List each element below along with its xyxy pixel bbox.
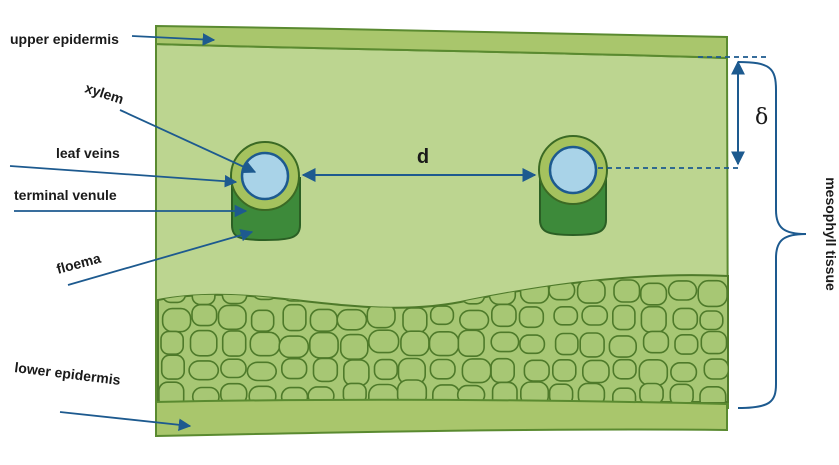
xylem-right [550,147,596,193]
spongy-cell [640,384,663,405]
spongy-cell [609,336,636,357]
spongy-cell [556,334,578,355]
spongy-cell [163,309,191,332]
spongy-cell [337,310,366,330]
spongy-cell [279,336,308,357]
spongy-cell [578,280,605,303]
distance-label: d [417,146,429,168]
xylem-left [242,153,288,199]
spongy-cell [698,281,727,307]
spongy-cell [430,332,459,356]
delta-label: δ [755,105,768,130]
mesophyll-brace [738,62,806,408]
terminal-venule-label: terminal venule [14,187,117,203]
mesophyll-label: mesophyll tissue [823,177,839,291]
spongy-cell [554,307,577,325]
spongy-cell [520,307,544,327]
spongy-cell [401,331,429,355]
spongy-cell [491,359,514,383]
spongy-cell [282,359,307,379]
spongy-cell [462,359,490,383]
spongy-cell [644,331,669,352]
spongy-cell [669,281,697,300]
spongy-cell [520,335,545,353]
spongy-cell [460,310,489,329]
spongy-cell [223,331,246,356]
leaf-veins-label: leaf veins [56,145,120,161]
upper-epidermis-label: upper epidermis [10,31,119,47]
spongy-cell [671,363,697,382]
spongy-cell [491,332,518,351]
spongy-cell [492,304,516,326]
leaf-vein-left [231,142,300,240]
spongy-cell [704,359,728,379]
spongy-cell [161,331,183,354]
spongy-cell [641,307,666,332]
spongy-cell [431,306,454,324]
spongy-cell [614,280,640,302]
spongy-cell [553,360,576,381]
spongy-cell [701,332,726,354]
spongy-cell [673,308,697,329]
lower-epidermis-label: lower epidermis [14,359,122,388]
spongy-cell [189,361,218,380]
spongy-cell [375,360,398,380]
lower-epidermis-band [156,400,727,436]
spongy-cell [191,331,217,356]
spongy-cell [613,306,635,330]
spongy-cell [192,305,217,326]
spongy-cell [283,305,306,331]
spongy-cell [613,360,636,379]
spongy-cell [403,308,427,333]
spongy-cell [252,310,274,331]
spongy-cell [250,332,279,355]
spongy-cell [524,360,549,381]
spongy-cell [675,335,698,354]
spongy-cell [247,362,276,380]
spongy-cell [341,335,368,360]
spongy-cell [458,330,484,356]
spongy-cell [162,355,185,379]
spongy-cell [310,333,338,358]
spongy-cell [221,359,246,377]
spongy-cell [369,330,399,352]
spongy-cell [700,311,723,330]
spongy-cell [344,360,369,386]
spongy-cell [641,283,667,305]
floema-label: floema [55,250,103,277]
xylem-label: xylem [83,80,126,107]
spongy-cell [219,305,247,329]
spongy-cell [430,360,455,379]
spongy-cell [583,360,609,382]
spongy-cell [639,360,667,385]
spongy-cell [310,309,337,331]
spongy-cell [582,306,607,325]
spongy-cell [314,358,338,381]
spongy-cell [580,333,604,357]
leaf-vein-right [539,136,607,235]
